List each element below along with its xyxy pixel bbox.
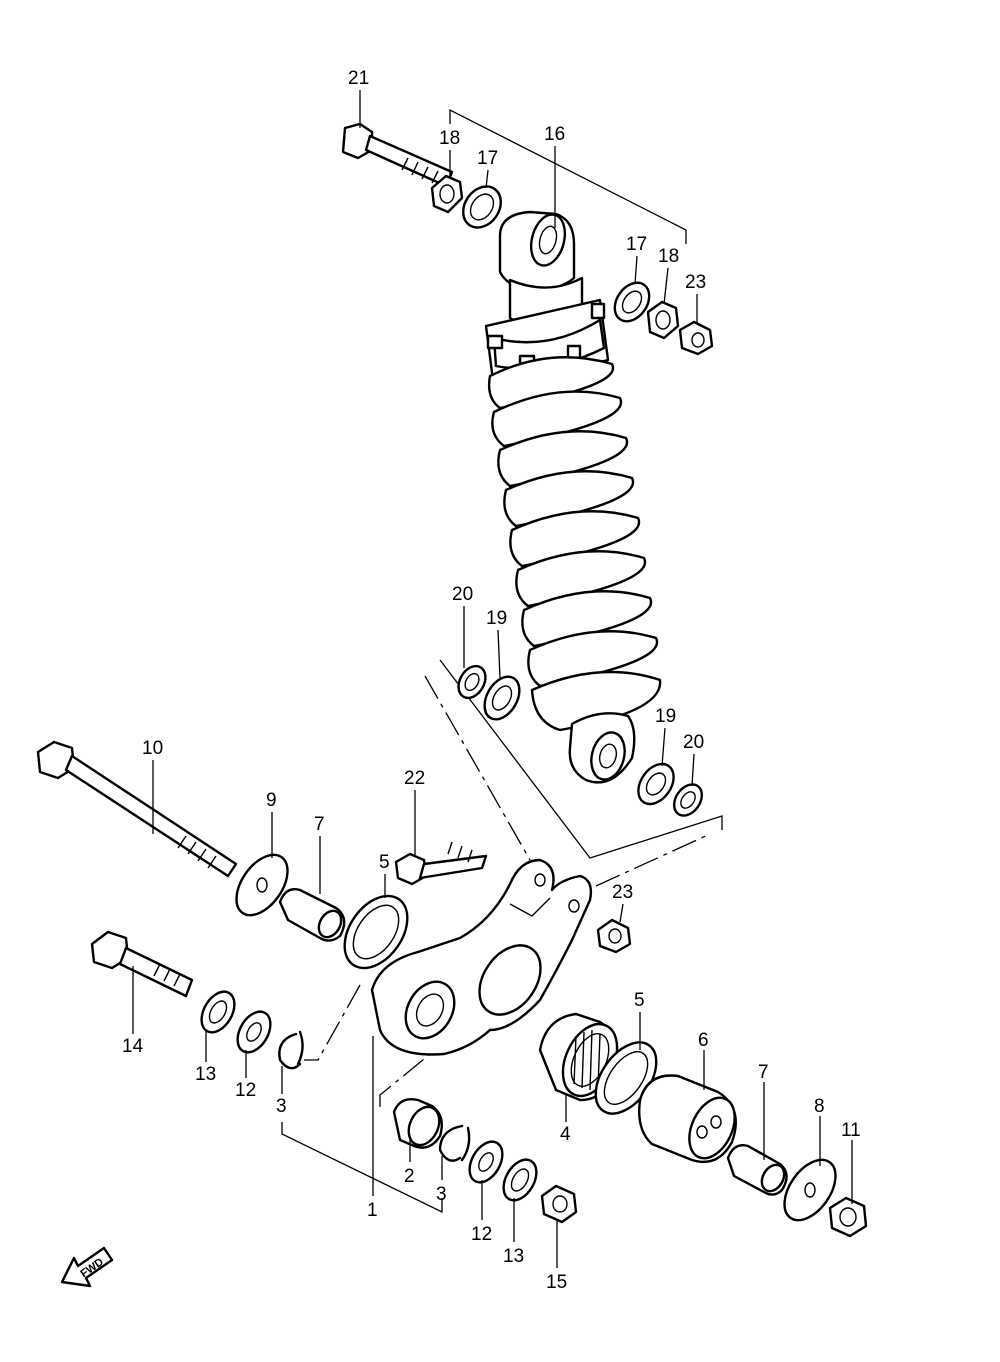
fwd-arrow-icon: FWD (60, 1246, 114, 1288)
callout-3-lower: 3 (436, 1184, 447, 1205)
bearing-2 (392, 1098, 443, 1149)
callout-9: 9 (266, 790, 277, 811)
spacer-18-top (430, 174, 464, 214)
callout-23-top: 23 (685, 272, 706, 293)
spacer-18-right (646, 300, 680, 340)
washer-17-top (462, 185, 502, 229)
callout-16: 16 (544, 124, 565, 145)
washer-13-lower (502, 1158, 538, 1202)
callout-12-lower: 12 (471, 1224, 492, 1245)
washer-9 (235, 853, 289, 917)
spacer-6 (638, 1074, 737, 1164)
washer-20-right (672, 783, 704, 817)
callout-1: 1 (367, 1200, 378, 1221)
callout-19-right: 19 (655, 706, 676, 727)
callout-3-left: 3 (276, 1096, 287, 1117)
oil-seal-5-left (343, 894, 409, 970)
circlip-3-left (278, 1030, 304, 1070)
callout-8: 8 (814, 1096, 825, 1117)
callout-21: 21 (348, 68, 369, 89)
callout-5-right: 5 (634, 990, 645, 1011)
callout-23-lower: 23 (612, 882, 633, 903)
washer-13-left (200, 990, 236, 1034)
callout-7-right: 7 (758, 1062, 769, 1083)
callout-7-left: 7 (314, 814, 325, 835)
callout-5-left: 5 (379, 852, 390, 873)
collar-7-right (726, 1144, 788, 1196)
shock-absorber-16 (484, 210, 662, 784)
bolt-10 (36, 740, 238, 878)
nut-23-top (678, 320, 714, 356)
washer-12-left (236, 1010, 272, 1054)
callout-22: 22 (404, 768, 425, 789)
callout-13-left: 13 (195, 1064, 216, 1085)
callout-14: 14 (122, 1036, 144, 1057)
callout-11: 11 (841, 1120, 861, 1141)
callout-17-right: 17 (626, 234, 647, 255)
washer-19-left (483, 675, 521, 721)
callout-13-lower: 13 (503, 1246, 524, 1267)
callout-18-right: 18 (658, 246, 679, 267)
washer-12-lower (468, 1140, 504, 1184)
callout-2: 2 (404, 1166, 415, 1187)
callout-15: 15 (546, 1272, 567, 1293)
washer-17-right (613, 281, 651, 323)
callout-20-left: 20 (452, 584, 473, 605)
callout-10: 10 (142, 738, 163, 759)
callout-12-left: 12 (235, 1080, 256, 1101)
bolt-14 (90, 930, 194, 998)
callout-19-left: 19 (486, 608, 507, 629)
spring-coils (487, 356, 662, 732)
callout-20-right: 20 (683, 732, 704, 753)
group-brackets (281, 108, 723, 1214)
circlip-3-lower (438, 1124, 471, 1162)
bolt-21 (341, 122, 454, 188)
cushion-lever-1 (370, 858, 593, 1056)
nut-11 (828, 1196, 868, 1238)
washer-20-left (457, 664, 487, 700)
callout-17-top: 17 (477, 148, 498, 169)
callout-6: 6 (698, 1030, 709, 1051)
callout-4: 4 (560, 1124, 571, 1145)
nut-23-lower (596, 918, 632, 954)
nut-15 (540, 1184, 578, 1224)
axis-lines (304, 675, 711, 1110)
washer-8 (783, 1158, 837, 1222)
collar-7-left (278, 888, 346, 942)
leader-lines (132, 90, 853, 1268)
callout-numbers: 21 18 17 16 17 18 23 20 19 19 20 10 9 7 … (122, 68, 861, 1293)
callout-18-top: 18 (439, 128, 460, 149)
bolt-22 (394, 841, 488, 886)
washer-19-right (637, 762, 675, 806)
